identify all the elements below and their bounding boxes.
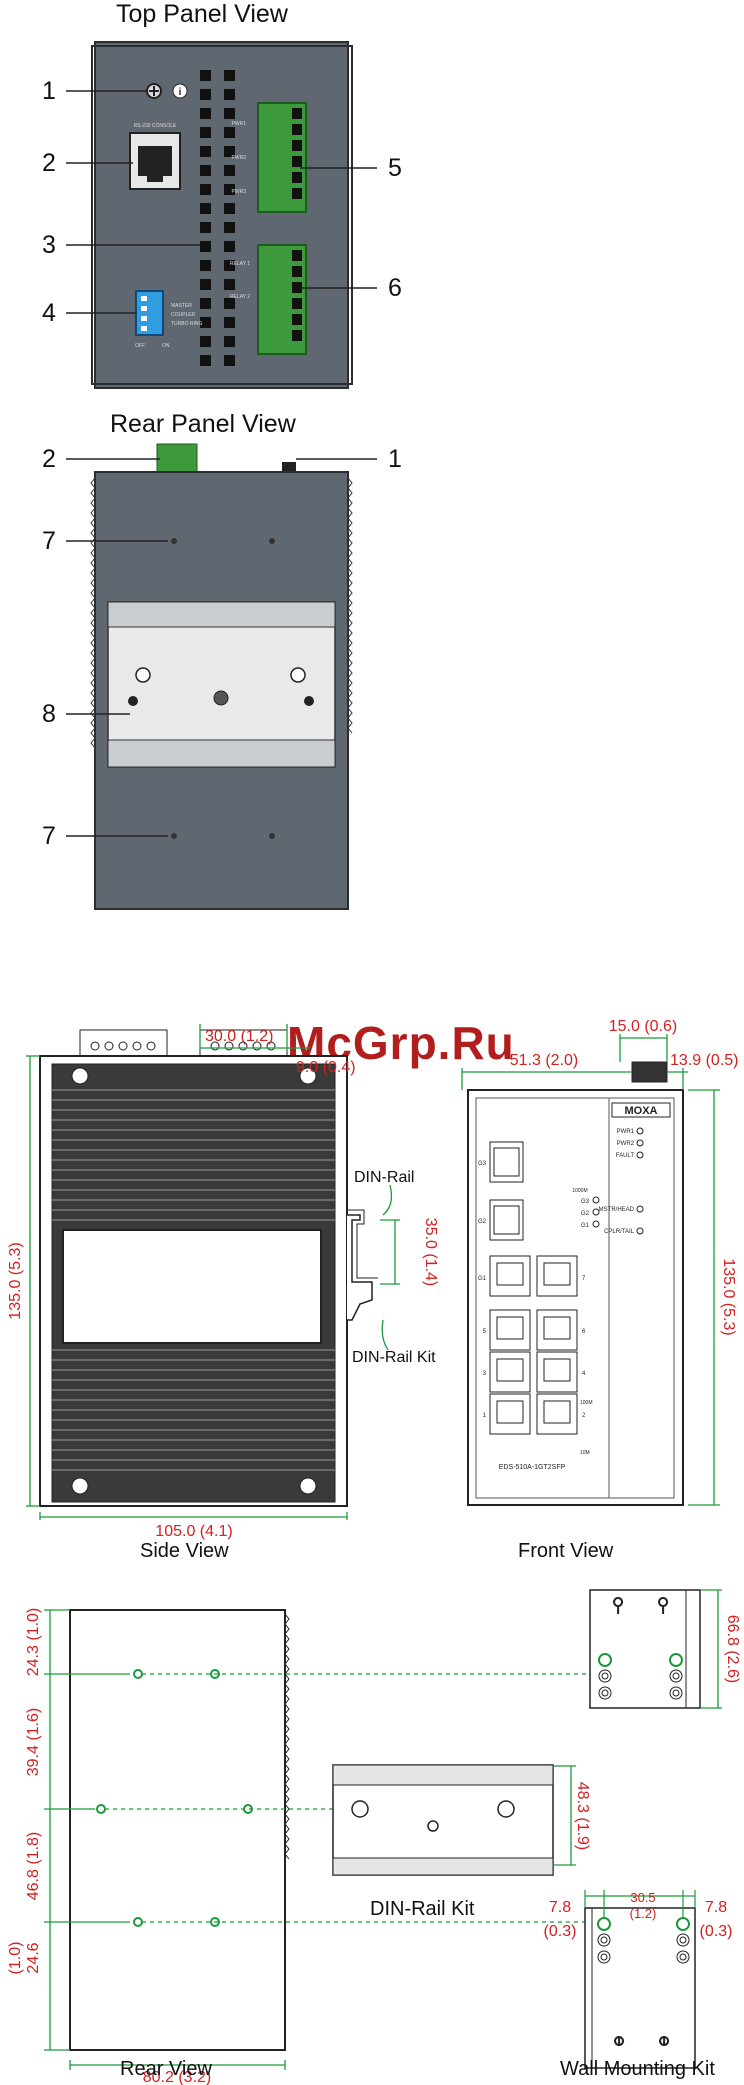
- svg-text:2: 2: [582, 1413, 586, 1419]
- svg-text:i: i: [179, 87, 182, 98]
- callout-rear-7a: 7: [42, 527, 56, 555]
- info-icon: [172, 83, 188, 99]
- pwr2-label: PWR2: [232, 155, 247, 161]
- top-vent-slots: [200, 70, 235, 366]
- off-label: OFF: [135, 343, 145, 349]
- svg-text:FAULT: FAULT: [616, 1153, 635, 1159]
- dim-105: 105.0 (4.1): [155, 1523, 232, 1540]
- svg-text:MSTR/HEAD: MSTR/HEAD: [599, 1207, 635, 1213]
- wall-kit-bottom: [584, 1907, 696, 2069]
- pwr1-label: PWR1: [232, 121, 247, 127]
- side-view-caption: Side View: [140, 1540, 229, 1562]
- din-rail-kit: [332, 1764, 554, 1876]
- svg-text:G3: G3: [581, 1199, 590, 1205]
- svg-text:4: 4: [582, 1371, 586, 1377]
- dimension-drawings: 30.0 (1.2) 9.0 (0.4) 135.0 (5.3) 35.0 (1…: [7, 1020, 741, 2085]
- front-view-caption: Front View: [518, 1540, 614, 1562]
- svg-text:CPLR/TAIL: CPLR/TAIL: [604, 1229, 635, 1235]
- dim-483: 48.3 (1.9): [574, 1782, 591, 1850]
- dim-246: 24.6: [25, 1942, 42, 1973]
- svg-text:10M: 10M: [580, 1450, 590, 1456]
- dim-78b: 7.8: [705, 1899, 727, 1916]
- svg-text:G2: G2: [581, 1211, 590, 1217]
- dim-139: 13.9 (0.5): [670, 1052, 738, 1069]
- din-rail-kit-label: DIN-Rail Kit: [352, 1349, 436, 1366]
- dim-246b: (1.0): [7, 1942, 24, 1975]
- side-view-device: [39, 1029, 378, 1507]
- top-panel-drawing: i RS-232 CONSOLE PWR1 PWR2 PWR3 RELAY 1 …: [66, 41, 377, 389]
- callout-rear-2: 2: [42, 445, 56, 473]
- svg-text:3: 3: [483, 1371, 487, 1377]
- dim-78a2: (0.3): [544, 1923, 577, 1940]
- coupler-label: COUPLER: [171, 312, 196, 318]
- dim-78a: 7.8: [549, 1899, 571, 1916]
- callout-top-1: 1: [42, 77, 56, 105]
- svg-text:PWR2: PWR2: [617, 1141, 635, 1147]
- dim-15: 15.0 (0.6): [609, 1020, 677, 1035]
- moxa-logo-box: [611, 1102, 671, 1118]
- dim-51: 51.3 (2.0): [510, 1052, 578, 1069]
- din-rail-label: DIN-Rail: [354, 1169, 414, 1186]
- dim-35: 35.0 (1.4): [422, 1218, 439, 1286]
- svg-text:100M: 100M: [580, 1400, 593, 1406]
- din-kit-caption: DIN-Rail Kit: [370, 1898, 475, 1920]
- dim-9: 9.0 (0.4): [296, 1059, 356, 1076]
- svg-text:G3: G3: [478, 1161, 487, 1167]
- svg-text:G2: G2: [478, 1219, 487, 1225]
- dim-668: 66.8 (2.6): [724, 1615, 741, 1683]
- top-panel-title: Top Panel View: [116, 0, 288, 28]
- on-label: ON: [162, 343, 170, 349]
- svg-text:G1: G1: [478, 1276, 487, 1282]
- svg-text:6: 6: [582, 1329, 586, 1335]
- svg-text:1000M: 1000M: [572, 1188, 587, 1194]
- dim-78b2: (0.3): [700, 1923, 733, 1940]
- dim-243: 24.3 (1.0): [25, 1608, 42, 1676]
- svg-text:MOXA: MOXA: [625, 1105, 658, 1117]
- turbo-ring-label: TURBO RING: [171, 321, 203, 327]
- dim-802: 80.2 (3.2): [143, 2069, 211, 2085]
- rear-terminal: [156, 443, 198, 475]
- callout-top-5: 5: [388, 154, 402, 182]
- dim-468: 46.8 (1.8): [25, 1832, 42, 1900]
- dim-30: 30.0 (1.2): [205, 1028, 273, 1045]
- front-view-device: MOXA: [467, 1061, 684, 1506]
- dim-305: 30.5: [630, 1890, 655, 1905]
- svg-text:PWR1: PWR1: [617, 1129, 635, 1135]
- dim-305b: (1.2): [630, 1906, 657, 1921]
- dim-135b: 135.0 (5.3): [720, 1258, 737, 1335]
- wall-kit-top: [589, 1589, 701, 1709]
- rear-right-serrations: [347, 477, 353, 734]
- relay2-label: RELAY 2: [230, 294, 250, 300]
- pwr3-label: PWR3: [232, 189, 247, 195]
- callout-rear-8: 8: [42, 700, 56, 728]
- master-label: MASTER: [171, 303, 192, 309]
- front-model: EDS-510A-1GT2SFP: [499, 1464, 566, 1471]
- wall-kit-caption: Wall Mounting Kit: [560, 2058, 715, 2080]
- relay1-label: RELAY 1: [230, 261, 250, 267]
- dim-135a: 135.0 (5.3): [7, 1242, 24, 1319]
- callout-rear-1: 1: [388, 445, 402, 473]
- side-din-clip: [347, 1214, 373, 1321]
- callout-top-3: 3: [42, 231, 56, 259]
- console-label: RS-232 CONSOLE: [134, 123, 177, 129]
- top-panel-housing: [94, 41, 349, 389]
- svg-text:G1: G1: [581, 1223, 590, 1229]
- rear-left-serrations: [90, 477, 96, 749]
- svg-text:5: 5: [483, 1329, 487, 1335]
- callout-rear-7b: 7: [42, 822, 56, 850]
- rear-panel-drawing: [66, 443, 377, 910]
- svg-text:1: 1: [483, 1413, 487, 1419]
- callout-top-2: 2: [42, 149, 56, 177]
- top-panel-flange: [91, 45, 353, 385]
- callout-top-6: 6: [388, 274, 402, 302]
- svg-text:7: 7: [582, 1276, 586, 1282]
- dim-394: 39.4 (1.6): [25, 1708, 42, 1776]
- rear-panel-title: Rear Panel View: [110, 410, 296, 438]
- rear-view-caption: Rear View: [120, 2058, 212, 2080]
- rear-view-device: [69, 1609, 290, 2051]
- dip-switch: [135, 290, 164, 336]
- side-label-window: [62, 1229, 322, 1344]
- callout-top-4: 4: [42, 299, 56, 327]
